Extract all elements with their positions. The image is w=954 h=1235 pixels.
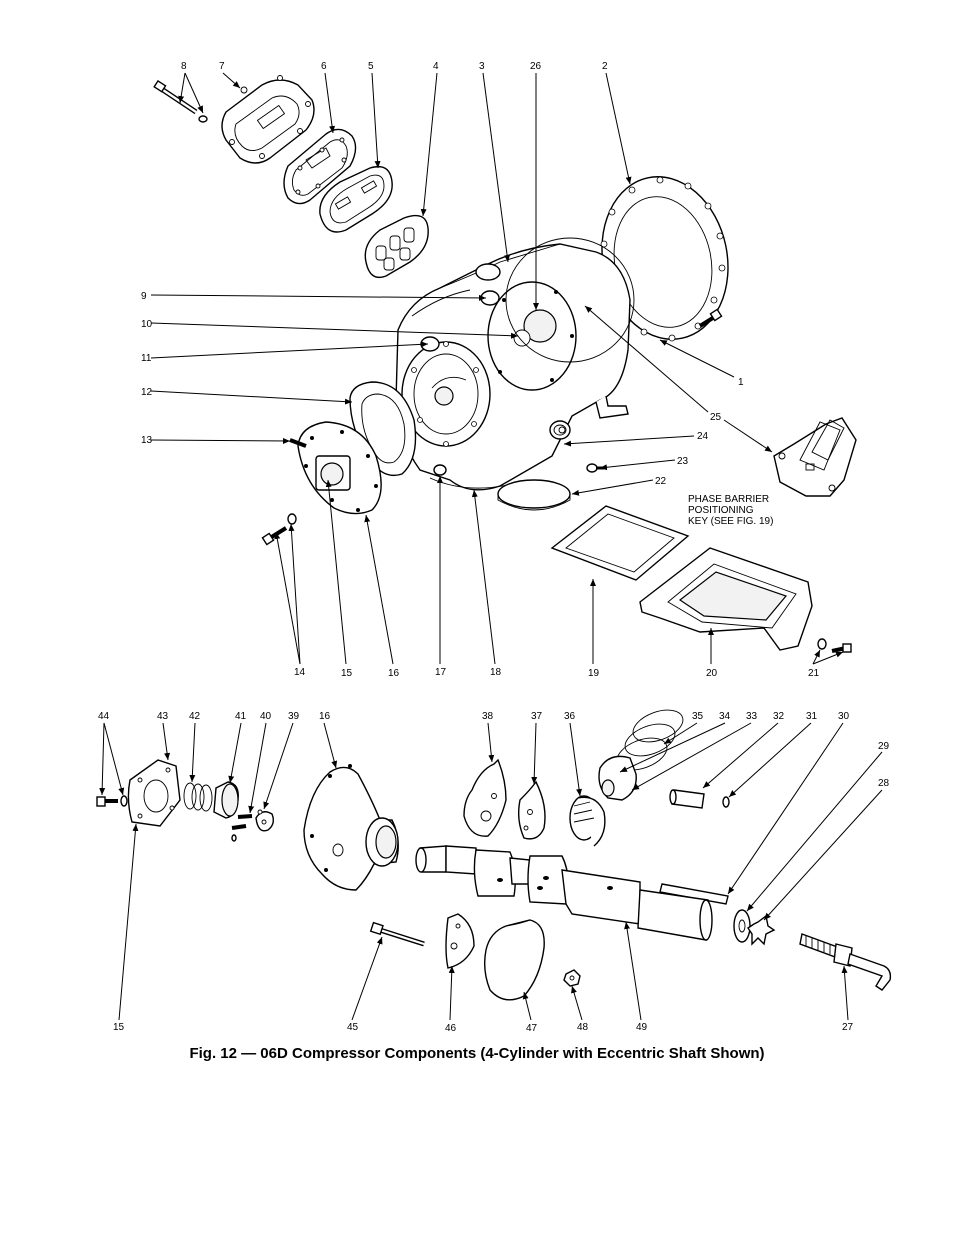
callout-46: 46 <box>445 1023 457 1034</box>
callout-9: 9 <box>141 291 147 302</box>
callout-47: 47 <box>526 1023 538 1034</box>
callout-12: 12 <box>141 387 153 398</box>
part-16-bearing-head <box>289 421 382 515</box>
callout-2: 2 <box>602 61 608 72</box>
callout-23: 23 <box>677 456 689 467</box>
callout-24: 24 <box>697 431 709 442</box>
part-44-bolt-washer <box>96 795 128 807</box>
part-30-key <box>659 883 729 905</box>
callout-5: 5 <box>368 61 374 72</box>
callout-20: 20 <box>706 668 718 679</box>
callout-19: 19 <box>588 668 600 679</box>
callout-49: 49 <box>636 1022 648 1033</box>
callout-40: 40 <box>260 711 272 722</box>
callout-45: 45 <box>347 1022 359 1033</box>
part-21-bolt-washer <box>817 638 852 653</box>
callout-42: 42 <box>189 711 201 722</box>
part-36-piston <box>569 795 606 847</box>
callout-8: 8 <box>181 61 187 72</box>
callout-6: 6 <box>321 61 327 72</box>
part-43-oil-pump-gasket <box>127 759 181 827</box>
lower-callouts: 44 43 42 41 40 39 16 38 37 36 35 34 33 3… <box>98 711 890 1034</box>
part-49-crankshaft <box>415 845 713 941</box>
part-19-bottom-gasket <box>550 505 690 581</box>
callout-14: 14 <box>294 667 306 678</box>
callout-48: 48 <box>577 1022 589 1033</box>
callout-36: 36 <box>564 711 576 722</box>
part-35-piston-rings <box>616 709 684 771</box>
callout-7: 7 <box>219 61 225 72</box>
part-42-spring <box>183 782 213 812</box>
callout-16-lower: 16 <box>319 711 331 722</box>
upper-assembly <box>153 75 857 653</box>
part-48-nut <box>563 969 581 987</box>
part-4-valve-gasket <box>364 214 429 279</box>
callout-35: 35 <box>692 711 704 722</box>
part-20-bottom-cover <box>639 547 813 651</box>
callout-15: 15 <box>341 668 353 679</box>
callout-38: 38 <box>482 711 494 722</box>
part-7-cylinder-head <box>221 75 315 164</box>
part-1-bolt <box>698 308 723 328</box>
part-32-wrist-pin <box>669 789 705 809</box>
phase-barrier-note-line-1: PHASE BARRIER <box>688 494 769 505</box>
callout-22: 22 <box>655 476 667 487</box>
part-crankcase-body <box>395 237 635 491</box>
callout-44: 44 <box>98 711 110 722</box>
part-37-counterweight-thin <box>517 780 546 840</box>
part-40-screws <box>231 814 253 842</box>
callout-16: 16 <box>388 668 400 679</box>
phase-barrier-note-line-2: POSITIONING <box>688 505 754 516</box>
part-41-bushing <box>213 781 239 819</box>
part-16-bearing-head-lower <box>303 764 399 891</box>
part-29-thrust-washer <box>733 909 751 943</box>
callout-1: 1 <box>738 377 744 388</box>
figure-caption: Fig. 12 — 06D Compressor Components (4-C… <box>189 1045 765 1062</box>
callout-32: 32 <box>773 711 785 722</box>
callout-15-lower: 15 <box>113 1022 125 1033</box>
callout-17: 17 <box>435 667 447 678</box>
part-14-bolt-washer <box>261 513 297 546</box>
part-47-eccentric-counterweight <box>483 919 545 1001</box>
callout-27: 27 <box>842 1022 854 1033</box>
callout-18: 18 <box>490 667 502 678</box>
callout-34: 34 <box>719 711 731 722</box>
callout-13: 13 <box>141 435 153 446</box>
callout-29: 29 <box>878 741 890 752</box>
part-31-pin-lock <box>722 796 730 808</box>
part-39-oil-pump-plate <box>255 809 275 832</box>
part-25-terminal-block <box>773 417 857 497</box>
callout-41: 41 <box>235 711 247 722</box>
callout-4: 4 <box>433 61 439 72</box>
callout-26: 26 <box>530 61 542 72</box>
callout-33: 33 <box>746 711 758 722</box>
part-45-bolt <box>369 921 425 947</box>
part-27-oil-feed-rod <box>799 933 892 991</box>
part-24-port <box>558 426 566 434</box>
part-22-oil-pump-cover <box>497 479 571 511</box>
callout-11: 11 <box>141 353 152 364</box>
callout-28: 28 <box>878 778 890 789</box>
part-5-valve-plate <box>319 165 393 233</box>
part-34-piston-body <box>598 755 637 801</box>
callout-39: 39 <box>288 711 300 722</box>
part-38-counterweight <box>463 758 507 837</box>
callout-37: 37 <box>531 711 543 722</box>
upper-callouts: 8 7 6 5 4 3 26 2 9 10 11 12 13 1 25 24 2… <box>141 61 844 679</box>
part-46-counterweight <box>445 913 475 969</box>
phase-barrier-note-line-3: KEY (SEE FIG. 19) <box>688 516 773 527</box>
callout-21: 21 <box>808 668 820 679</box>
lower-assembly <box>96 709 892 1001</box>
callout-25: 25 <box>710 412 722 423</box>
callout-43: 43 <box>157 711 169 722</box>
callout-3: 3 <box>479 61 485 72</box>
callout-30: 30 <box>838 711 850 722</box>
part-28-lock-washer <box>747 914 776 946</box>
callout-10: 10 <box>141 319 153 330</box>
part-6-head-gasket <box>283 128 357 205</box>
callout-31: 31 <box>806 711 818 722</box>
part-8-bolt-washer <box>153 79 208 123</box>
